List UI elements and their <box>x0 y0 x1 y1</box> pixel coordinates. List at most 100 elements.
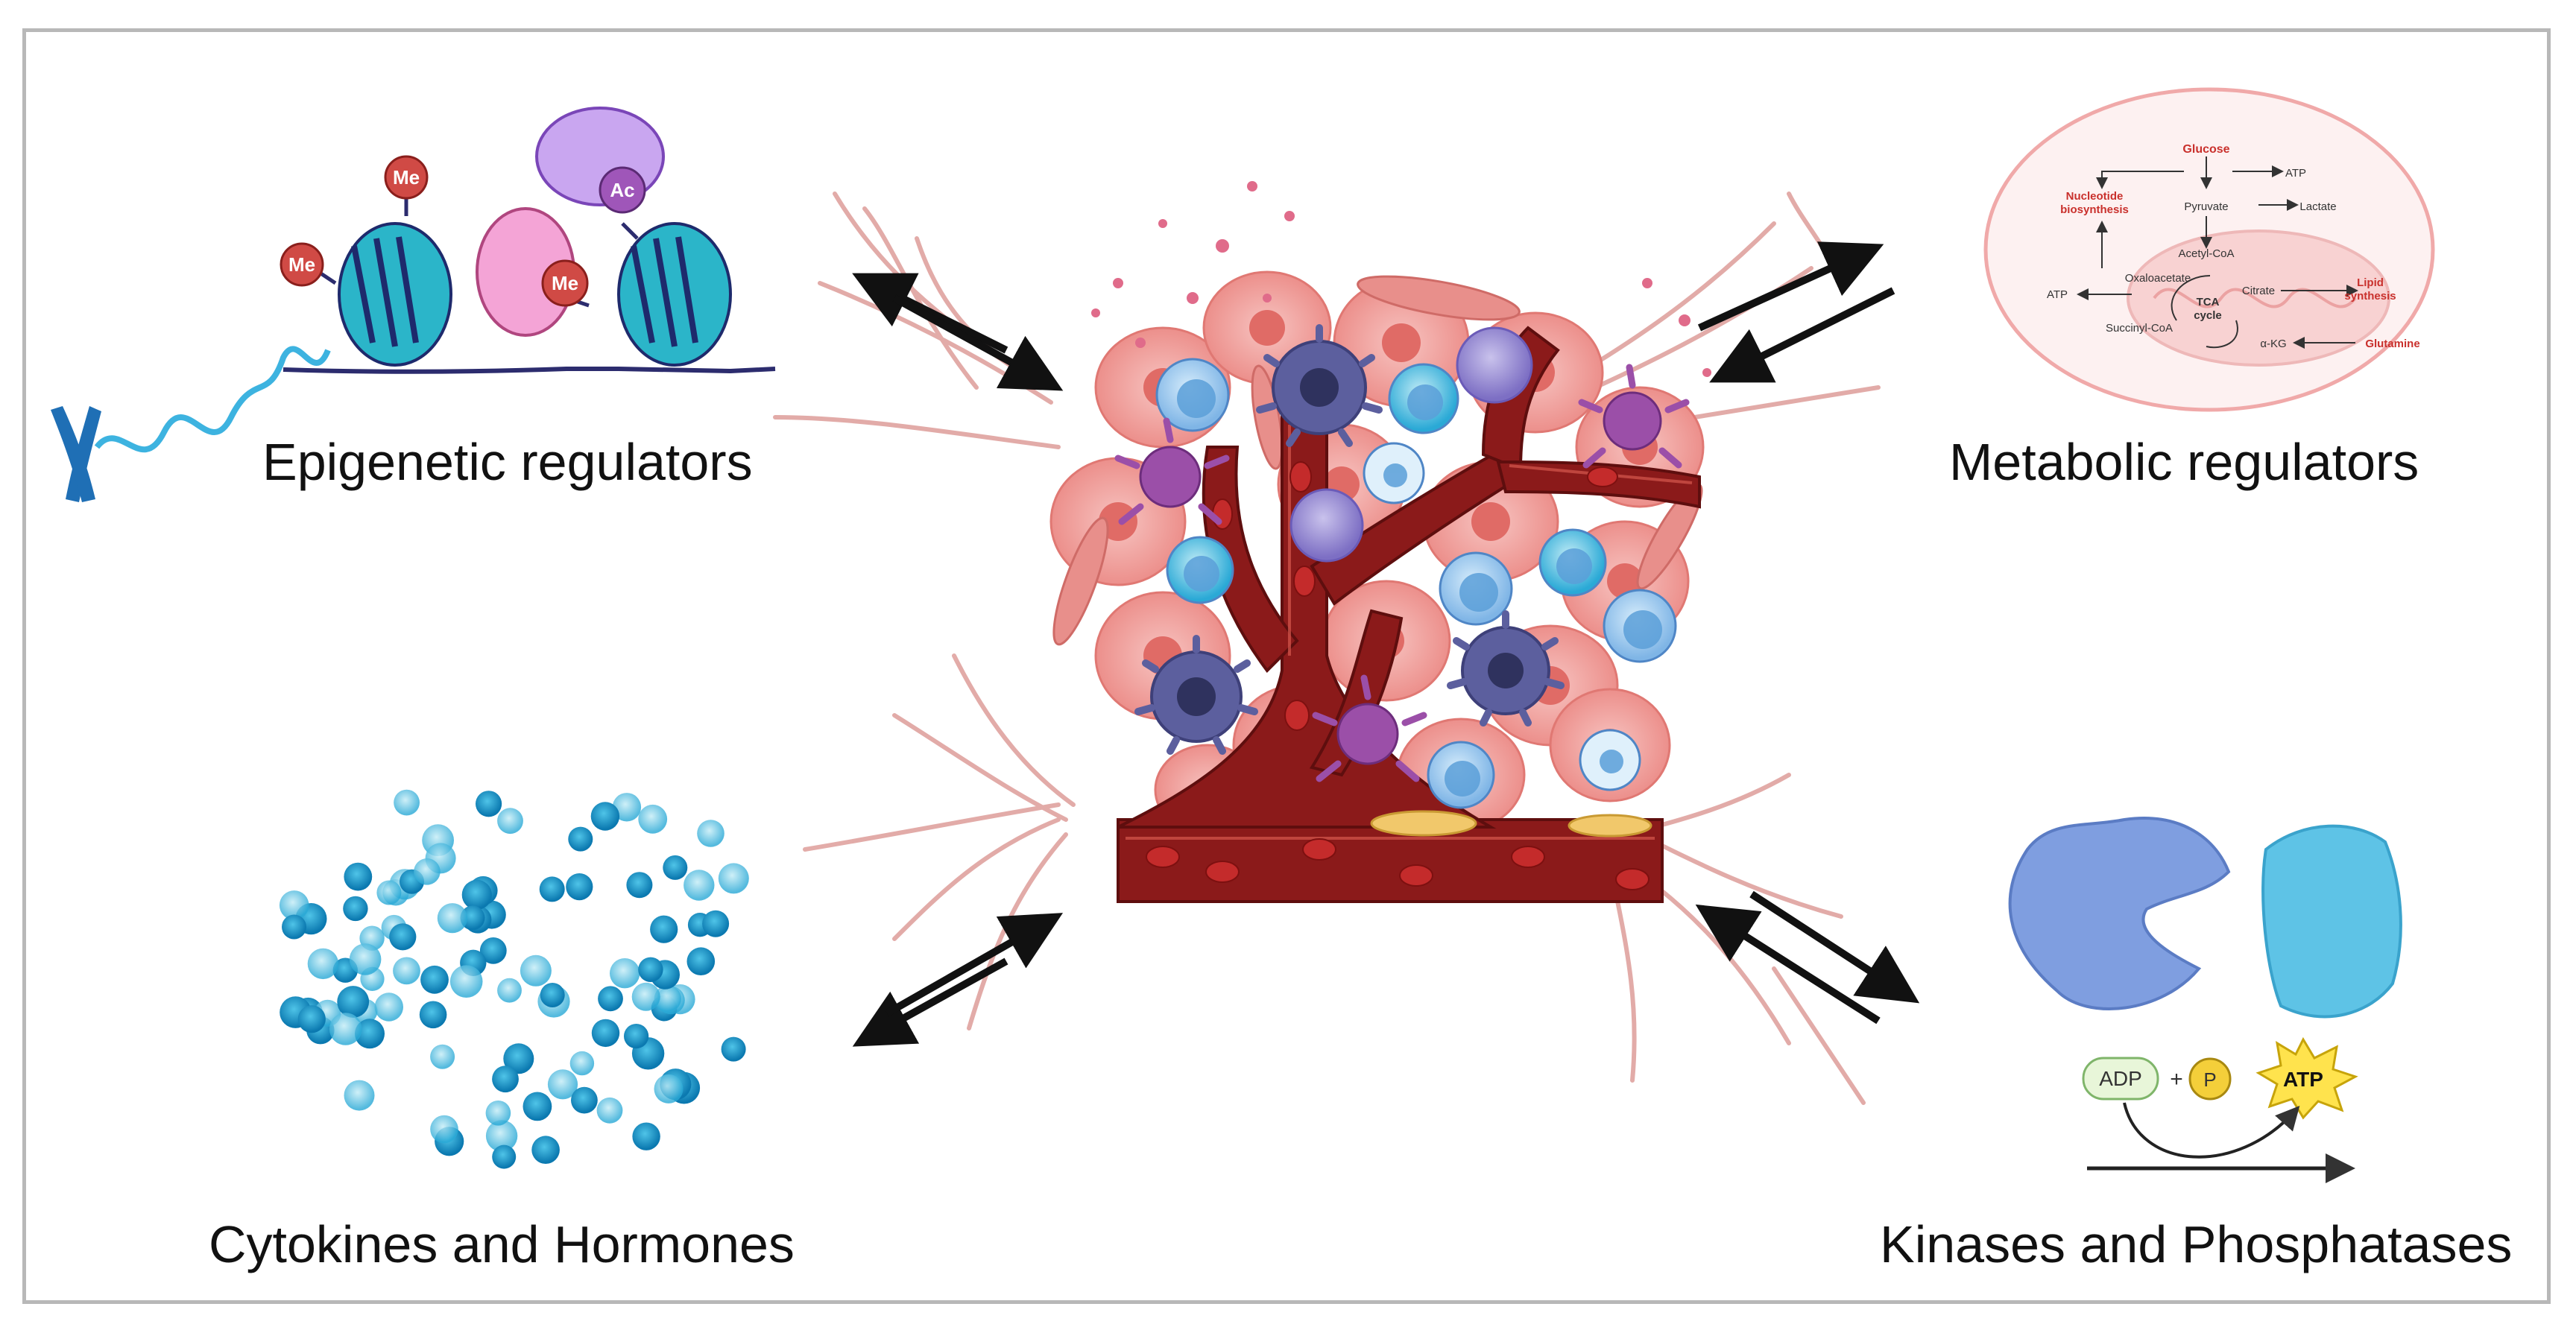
metabolic-panel: Glucose ATP Pyruvate Lactate Nucleotide … <box>1983 87 2435 412</box>
acetyl-coa-label: Acetyl-CoA <box>2178 247 2234 260</box>
dendritic-spikes <box>1134 324 1565 755</box>
cytokine-particle <box>394 789 420 816</box>
cytokine-particle <box>297 1005 326 1033</box>
cytokine-particle <box>492 1144 517 1169</box>
cytokine-particle <box>389 923 417 951</box>
lymphocyte-nuclei <box>1177 379 1662 797</box>
atp-burst: ATP <box>2255 1036 2358 1120</box>
cytokine-particle <box>612 793 642 822</box>
cytokine-particle <box>349 943 382 975</box>
glucose-label: Glucose <box>2182 143 2229 156</box>
cytokine-particle <box>568 826 593 852</box>
methyl-label-1: Me <box>288 253 315 276</box>
methyl-mark-2: Me <box>384 155 429 216</box>
kinases-panel: ADP + P ATP <box>2008 817 2402 1183</box>
glutamine-label: Glutamine <box>2365 338 2419 350</box>
cytokine-particle <box>344 862 373 891</box>
label-metabolic: Metabolic regulators <box>1949 433 2419 491</box>
cytokine-particle <box>503 1043 534 1074</box>
cytokine-particle <box>624 1024 649 1049</box>
cytokine-particle <box>631 982 660 1011</box>
cytokine-particle <box>374 992 403 1022</box>
arrow-from-kinases <box>1695 904 1881 1025</box>
adp-pill: ADP <box>2082 1057 2159 1101</box>
cytokine-particle <box>654 1074 684 1104</box>
cytokine-particle <box>461 879 492 910</box>
cytokine-particle <box>571 1086 598 1114</box>
arrow-to-epigenetic <box>852 273 1008 354</box>
arrow-to-cytokines <box>852 957 1008 1047</box>
label-kinases: Kinases and Phosphatases <box>1880 1215 2513 1273</box>
lipid-label-2: synthesis <box>2344 290 2396 303</box>
cytokine-particle <box>497 808 523 835</box>
cytokine-particle <box>540 983 565 1007</box>
pericytes <box>1370 810 1652 838</box>
tumor-microenvironment <box>773 181 1881 1105</box>
cytokine-particle <box>547 1069 578 1100</box>
cytokine-particle <box>684 870 715 901</box>
cytokine-particle <box>337 986 370 1018</box>
pyruvate-label: Pyruvate <box>2184 200 2228 213</box>
arrow-from-epigenetic <box>892 294 1064 391</box>
cytokine-particle <box>430 1115 458 1144</box>
cytokine-particle <box>638 957 663 983</box>
arrow-to-kinases <box>1749 890 1920 1004</box>
cytokine-particle <box>420 965 449 994</box>
cytokine-particle <box>531 1136 560 1164</box>
cytokine-particle <box>479 937 507 964</box>
cytokine-particle <box>663 855 688 880</box>
arrows <box>852 241 1920 1047</box>
phosphatase-protein <box>2261 824 2402 1019</box>
citrate-label: Citrate <box>2242 285 2275 297</box>
nucleotide-label-2: biosynthesis <box>2060 203 2129 216</box>
epigenetic-panel: Me Me Ac Me <box>51 107 776 502</box>
phosphate-label: P <box>2203 1068 2216 1091</box>
myeloid-cells <box>1139 391 1662 765</box>
cytokine-particle <box>497 978 522 1003</box>
arrow-from-cytokines <box>885 913 1064 1017</box>
cytokine-particles <box>279 789 749 1169</box>
cytokine-particle <box>279 890 309 920</box>
cytokine-particle <box>591 1019 620 1048</box>
cytokine-particle <box>539 876 565 902</box>
chromosome-icon <box>51 406 101 502</box>
atp-top-label: ATP <box>2285 167 2306 180</box>
cytokine-particle <box>414 858 441 885</box>
cytokine-particle <box>566 873 593 901</box>
cytokine-particle <box>329 1013 362 1045</box>
cytokine-particle <box>419 1001 447 1029</box>
cytokine-particle <box>485 1120 518 1152</box>
cytokine-particle <box>355 1019 385 1049</box>
adp-label: ADP <box>2099 1067 2142 1090</box>
cytokine-particle <box>569 1051 595 1076</box>
lipid-label-1: Lipid <box>2357 276 2384 289</box>
cytokine-particle <box>686 947 716 975</box>
cytokine-particle <box>626 872 653 899</box>
plus-label: + <box>2170 1067 2183 1092</box>
dendritic-nuclei <box>1177 368 1524 716</box>
cytokine-particle <box>476 791 502 817</box>
acetyl-mark: Ac <box>599 166 646 214</box>
phosphate-circle: P <box>2188 1057 2232 1101</box>
cytokine-particle <box>282 914 306 940</box>
cytokine-particle <box>460 905 485 931</box>
cytokine-particle <box>650 915 678 943</box>
methyl-mark-1: Me <box>280 242 337 287</box>
cytokine-particle <box>697 820 724 847</box>
cytokine-particle <box>307 948 339 980</box>
cytokine-particle <box>702 910 730 937</box>
reaction-curve <box>2123 1102 2300 1159</box>
oxaloacetate-label: Oxaloacetate <box>2125 272 2191 285</box>
methyl-label-2: Me <box>393 166 420 189</box>
red-blood-cells <box>1146 461 1650 890</box>
atp-left-label: ATP <box>2047 288 2068 301</box>
cytokine-particle <box>590 802 620 831</box>
dna-strand <box>282 367 776 374</box>
label-epigenetic: Epigenetic regulators <box>262 433 753 491</box>
cytokine-particle <box>449 965 483 998</box>
tca-label-1: TCA <box>2197 296 2220 308</box>
cytokine-particle <box>492 1066 519 1093</box>
cytokine-particle <box>430 1044 455 1069</box>
cytokine-particle <box>610 958 640 989</box>
